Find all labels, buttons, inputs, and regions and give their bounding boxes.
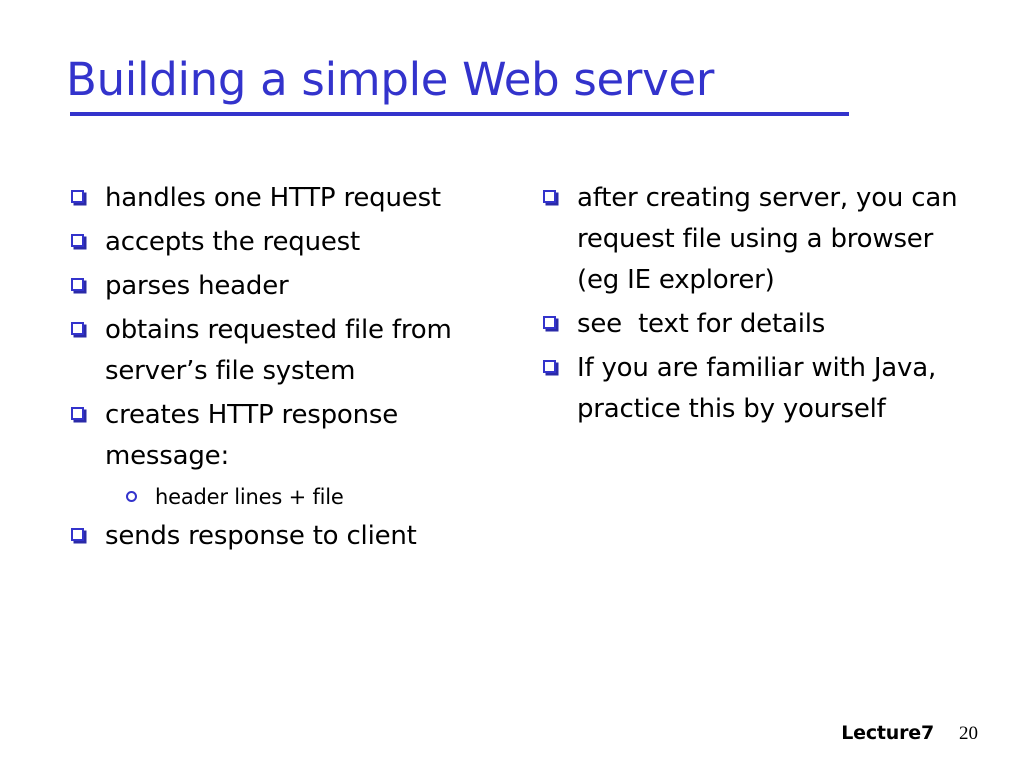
- page-title: Building a simple Web server: [66, 53, 715, 106]
- circle-bullet-icon: [126, 491, 137, 502]
- list-item: parses header: [68, 266, 520, 307]
- list-item: see text for details: [540, 304, 970, 345]
- slide-footer: Lecture7 20: [0, 722, 1024, 762]
- list-item-label: If you are familiar with Java, practice …: [577, 353, 945, 424]
- list-item-label: obtains requested file from server’s fil…: [105, 315, 460, 386]
- bullet-column-left: handles one HTTP request accepts the req…: [68, 178, 520, 560]
- list-item: sends response to client: [68, 516, 520, 557]
- square-bullet-icon: [543, 190, 556, 203]
- slide-page-number: 20: [959, 723, 978, 744]
- list-item: accepts the request: [68, 222, 520, 263]
- bullet-column-right: after creating server, you can request f…: [540, 178, 970, 433]
- list-item-label: parses header: [105, 271, 289, 301]
- sub-list-item-label: header lines + file: [155, 485, 344, 509]
- list-item: If you are familiar with Java, practice …: [540, 348, 970, 430]
- list-item: after creating server, you can request f…: [540, 178, 970, 301]
- list-item-label: after creating server, you can request f…: [577, 183, 966, 295]
- slide-title-block: Building a simple Web server: [66, 52, 856, 116]
- sub-list-item: header lines + file: [118, 480, 520, 514]
- list-item-label: handles one HTTP request: [105, 183, 441, 213]
- square-bullet-icon: [71, 528, 84, 541]
- square-bullet-icon: [71, 234, 84, 247]
- list-item-label: creates HTTP response message:: [105, 400, 407, 471]
- list-item: creates HTTP response message:: [68, 395, 520, 477]
- list-item: obtains requested file from server’s fil…: [68, 310, 520, 392]
- title-underline-rule: [70, 112, 849, 116]
- list-item-label: sends response to client: [105, 521, 417, 551]
- square-bullet-icon: [71, 322, 84, 335]
- list-item: handles one HTTP request: [68, 178, 520, 219]
- slide-body: handles one HTTP request accepts the req…: [0, 178, 1024, 698]
- square-bullet-icon: [71, 407, 84, 420]
- square-bullet-icon: [71, 190, 84, 203]
- square-bullet-icon: [71, 278, 84, 291]
- square-bullet-icon: [543, 316, 556, 329]
- list-item-label: see text for details: [577, 309, 826, 339]
- square-bullet-icon: [543, 360, 556, 373]
- footer-lecture-label: Lecture7: [841, 722, 934, 744]
- list-item-label: accepts the request: [105, 227, 360, 257]
